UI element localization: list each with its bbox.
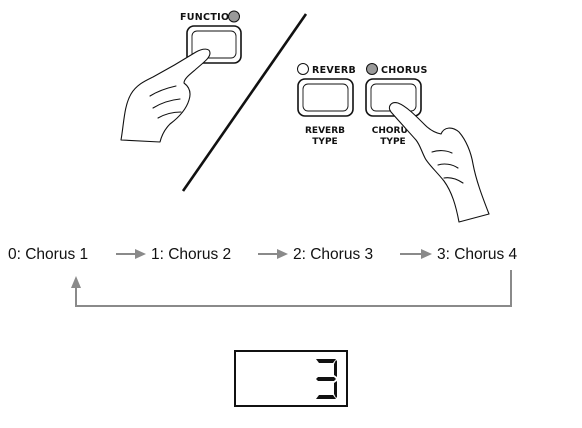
hand-pressing-function — [120, 48, 211, 143]
function-led-indicator — [228, 10, 240, 23]
sequence-item-2: 2: Chorus 3 — [293, 246, 373, 263]
arrow-2-to-3 — [400, 249, 432, 259]
panel-divider-line — [181, 13, 308, 192]
arrow-1-to-2 — [258, 249, 288, 259]
sequence-item-1: 1: Chorus 2 — [151, 246, 231, 263]
reverb-type-label-line1: REVERB — [305, 126, 345, 136]
reverb-led-indicator — [297, 63, 309, 75]
chorus-led-indicator — [366, 63, 378, 75]
reverb-type-label-line2: TYPE — [312, 137, 337, 147]
function-label: FUNCTION — [180, 12, 238, 23]
lcd-display: 3 — [0, 0, 348, 407]
sequence-item-0: 0: Chorus 1 — [8, 246, 88, 263]
chorus-type-label-line2: TYPE — [380, 137, 405, 147]
arrow-0-to-1 — [116, 249, 146, 259]
chorus-button[interactable] — [365, 78, 422, 117]
return-loop-arrow — [71, 270, 512, 307]
reverb-label: REVERB — [312, 65, 356, 76]
chorus-type-label-line1: CHORUS — [372, 126, 415, 136]
sequence-item-3: 3: Chorus 4 — [437, 246, 518, 263]
display-digit-3 — [316, 359, 337, 399]
display-value: 3 — [0, 0, 1, 1]
hand-pressing-chorus — [388, 102, 490, 223]
reverb-button[interactable] — [297, 78, 354, 117]
chorus-label: CHORUS — [381, 65, 428, 76]
